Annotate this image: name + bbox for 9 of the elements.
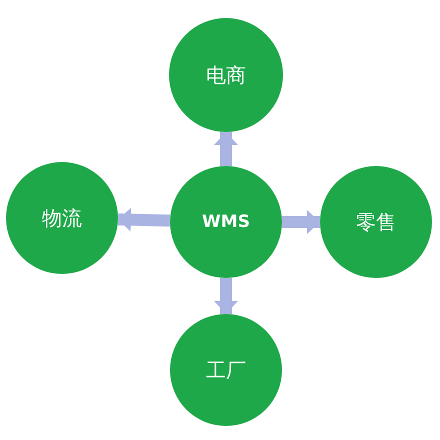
circle-node: 物流 — [6, 162, 118, 274]
circle-node: WMS — [170, 166, 282, 278]
block-arrow — [118, 208, 170, 232]
circle-node: 电商 — [169, 18, 283, 132]
circle-node: 工厂 — [170, 314, 282, 426]
circle-node: 零售 — [320, 166, 432, 278]
block-arrow — [214, 278, 238, 314]
block-arrow — [214, 132, 238, 166]
block-arrow — [282, 210, 320, 234]
